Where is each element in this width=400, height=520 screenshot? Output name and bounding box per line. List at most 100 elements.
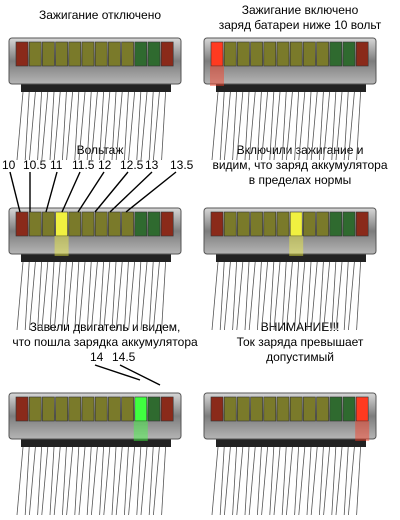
led-segment (329, 396, 343, 422)
led-segment (121, 211, 134, 237)
led-segment (81, 41, 95, 67)
led-module-svg (203, 37, 377, 161)
led-segment (316, 41, 329, 67)
voltage-tick-label: 11 (50, 158, 63, 172)
led-segment-lit (134, 396, 148, 422)
led-glow (289, 236, 304, 256)
led-segment (134, 41, 148, 67)
led-segment (28, 396, 42, 422)
led-segment (355, 41, 369, 67)
led-segment (55, 41, 68, 67)
led-segment (94, 396, 108, 422)
led-segment (55, 396, 68, 422)
led-segment-lit (355, 396, 369, 422)
led-segment (303, 396, 316, 422)
charge-tick-label: 14.5 (112, 350, 136, 364)
led-segment (68, 41, 82, 67)
led-segment (263, 396, 277, 422)
led-segment (28, 41, 42, 67)
led-segment (94, 211, 108, 237)
led-segment (342, 211, 356, 237)
led-module-normal-charge (200, 200, 380, 335)
voltage-tick-label: 12.5 (120, 158, 144, 172)
led-glow (210, 66, 224, 86)
led-segment (210, 396, 224, 422)
led-segment (237, 396, 250, 422)
led-segment-lit (289, 211, 303, 237)
led-segment (303, 211, 316, 237)
led-segment (250, 396, 263, 422)
led-segment (263, 211, 277, 237)
caption-normal-charge: Включили зажигание и видим, что заряд ак… (212, 143, 388, 187)
caption-charging: Завели двигатель и видем, что пошла заря… (12, 320, 198, 349)
module-pins (211, 91, 361, 161)
led-segment (108, 396, 121, 422)
led-segment (237, 211, 250, 237)
led-module-voltage (5, 200, 185, 335)
led-segment (15, 41, 29, 67)
led-segment (316, 211, 329, 237)
voltage-tick-label: 13.5 (170, 158, 194, 172)
led-segment (237, 41, 250, 67)
module-pins (16, 446, 166, 516)
led-segment (276, 41, 290, 67)
module-base (21, 437, 171, 447)
led-module-svg (8, 392, 182, 516)
led-segment (289, 396, 303, 422)
charge-tick-label: 14 (90, 350, 104, 364)
led-module-low-battery (200, 30, 380, 165)
led-segment (108, 211, 121, 237)
led-segment (342, 396, 356, 422)
voltage-tick-label: 13 (145, 158, 159, 172)
led-segment-lit (55, 211, 68, 237)
led-glow (355, 421, 370, 441)
led-segment (223, 396, 237, 422)
module-pins (211, 446, 361, 516)
module-base (21, 252, 171, 262)
led-segment (263, 41, 277, 67)
module-pins (211, 261, 361, 331)
led-segment (342, 41, 356, 67)
led-module-overcharge (200, 385, 380, 520)
led-segment (15, 211, 29, 237)
led-segment (250, 211, 263, 237)
led-segment (160, 211, 174, 237)
led-segment (15, 396, 29, 422)
led-segment (147, 396, 161, 422)
led-segment (68, 211, 82, 237)
led-segment (42, 41, 55, 67)
led-glow (54, 236, 69, 256)
led-segment (355, 211, 369, 237)
led-segment (42, 396, 55, 422)
module-base (21, 82, 171, 92)
led-segment (68, 396, 82, 422)
led-segment (121, 41, 134, 67)
led-segment (134, 211, 148, 237)
module-base (216, 82, 366, 92)
voltage-tick-label: 12 (98, 158, 112, 172)
voltage-tick-label: 10 (2, 158, 16, 172)
led-segment (223, 41, 237, 67)
voltage-tick-label: 11.5 (72, 158, 95, 172)
led-module-svg (8, 37, 182, 161)
charge-pointer-line (94, 364, 141, 381)
led-segment (250, 41, 263, 67)
module-base (216, 437, 366, 447)
caption-ignition-off: Зажигание отключено (38, 8, 162, 22)
led-segment (289, 41, 303, 67)
led-segment (329, 41, 343, 67)
led-segment (147, 41, 161, 67)
led-segment-lit (210, 41, 224, 67)
led-segment (223, 211, 237, 237)
led-segment (81, 211, 95, 237)
led-segment (316, 396, 329, 422)
caption-low-battery: Зажигание включено заряд батареи ниже 10… (218, 3, 382, 32)
led-segment (121, 396, 134, 422)
led-segment (147, 211, 161, 237)
led-glow (133, 421, 148, 441)
module-base (216, 252, 366, 262)
led-segment (160, 396, 174, 422)
led-segment (160, 41, 174, 67)
led-module-svg (203, 207, 377, 331)
led-segment (276, 396, 290, 422)
